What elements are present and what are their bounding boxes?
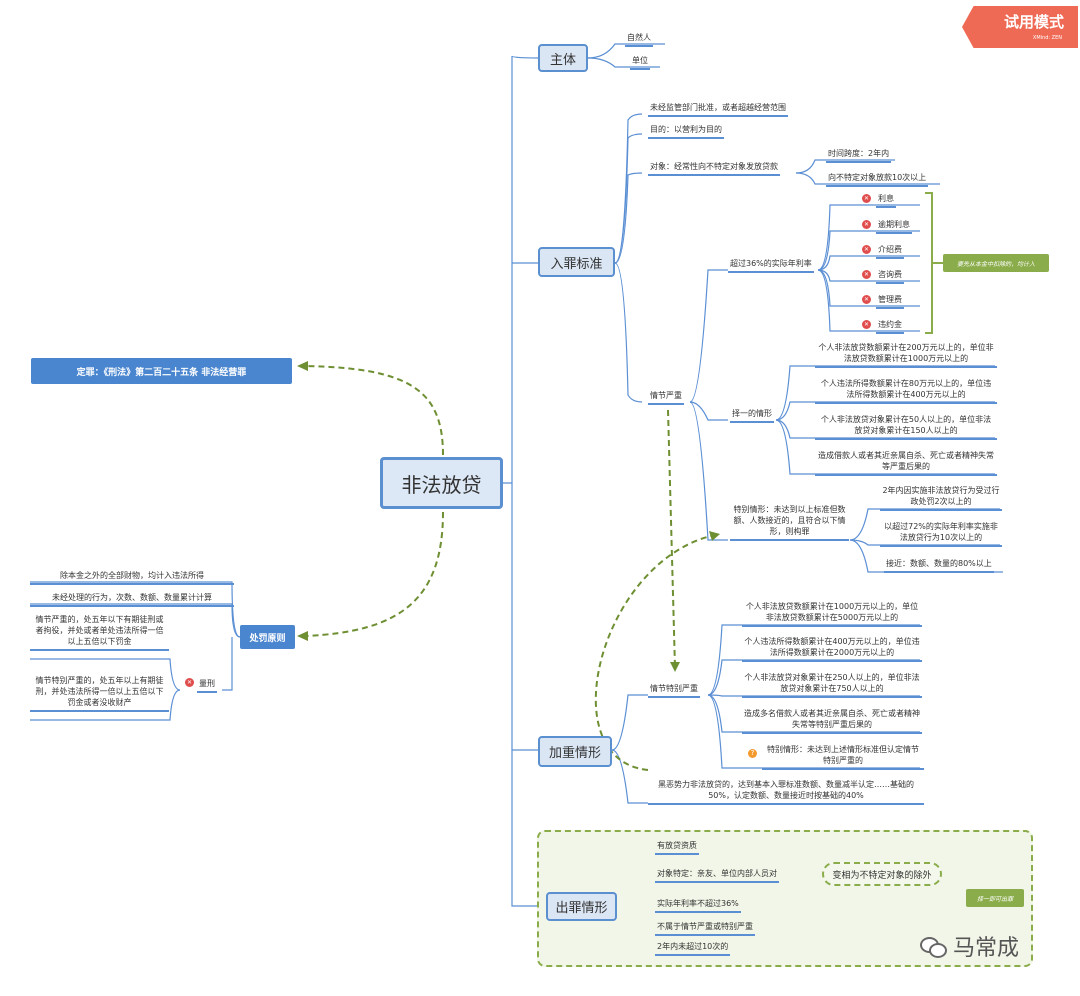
exempt-item[interactable]: 对象特定：亲友、单位内部人员对 bbox=[655, 868, 779, 883]
very-serious-item[interactable]: 个人非法放贷对象累计在250人以上的，单位非法放贷对象累计在750人以上的 bbox=[742, 672, 922, 698]
cross-icon: ✕ bbox=[185, 678, 194, 687]
exempt-item[interactable]: 实际年利率不超过36% bbox=[655, 898, 741, 913]
cross-icon: ✕ bbox=[862, 320, 871, 329]
watermark-text: 马常成 bbox=[953, 936, 1020, 961]
exempt-item[interactable]: 有放贷资质 bbox=[655, 840, 699, 855]
subject-item[interactable]: 自然人 bbox=[625, 32, 653, 47]
rate-item[interactable]: 管理费 bbox=[876, 294, 904, 309]
penalty-label: 处罚原则 bbox=[249, 633, 286, 644]
root-label: 非法放贷 bbox=[401, 472, 482, 497]
object-item[interactable]: 向不特定对象放款10次以上 bbox=[826, 172, 929, 187]
exempt-label: 出罪情形 bbox=[555, 901, 608, 916]
cross-icon: ✕ bbox=[862, 295, 871, 304]
object-item[interactable]: 时间跨度：2年内 bbox=[826, 148, 892, 163]
special-item[interactable]: 2年内因实施非法放贷行为受过行政处罚2次以上的 bbox=[880, 485, 1002, 511]
very-serious-node[interactable]: 情节特别严重 bbox=[648, 683, 700, 698]
root-topic[interactable]: 非法放贷 bbox=[380, 457, 503, 509]
choose-item[interactable]: 个人违法所得数额累计在80万元以上的，单位违法所得数额累计在400万元以上的 bbox=[815, 378, 997, 404]
special-item[interactable]: 接近：数额、数量的80%以上 bbox=[884, 558, 994, 573]
gang-item[interactable]: 黑恶势力非法放贷的，达到基本入罪标准数额、数量减半认定……基础的50%，认定数额… bbox=[648, 779, 924, 805]
entry-label: 入罪标准 bbox=[550, 256, 603, 272]
special-node[interactable]: 特别情形：未达到以上标准但数额、人数接近的，且符合以下情形，则构罪 bbox=[730, 504, 849, 541]
exception-pill[interactable]: 变相为不特定对象的除外 bbox=[822, 862, 942, 886]
exempt-boundary bbox=[537, 830, 1033, 967]
choose-node[interactable]: 择一的情形 bbox=[730, 408, 774, 423]
very-serious-item[interactable]: 个人违法所得数额累计在400万元以上的，单位违法所得数额累计在2000万元以上的 bbox=[742, 636, 922, 662]
choose-item[interactable]: 造成借款人或者其近亲属自杀、死亡或者精神失常等严重后果的 bbox=[815, 450, 997, 476]
very-serious-item[interactable]: 个人非法放贷数额累计在1000万元以上的，单位非法放贷数额累计在5000万元以上… bbox=[742, 601, 922, 627]
rate-node[interactable]: 超过36%的实际年利率 bbox=[728, 258, 814, 273]
entry-item[interactable]: 目的：以营利为目的 bbox=[648, 124, 724, 139]
very-serious-item[interactable]: 特别情形：未达到上述情形标准但认定情节特别严重的 bbox=[762, 744, 924, 770]
choose-item[interactable]: 个人非法放贷对象累计在50人以上的，单位非法放贷对象累计在150人以上的 bbox=[815, 414, 997, 440]
question-icon: ? bbox=[748, 749, 757, 758]
rate-summary-note[interactable]: 要先从本金中扣除的，均计入 bbox=[943, 254, 1049, 272]
cross-icon: ✕ bbox=[862, 270, 871, 279]
rate-item[interactable]: 介绍费 bbox=[876, 244, 904, 259]
aggravated-label: 加重情形 bbox=[548, 746, 601, 761]
subject-label: 主体 bbox=[549, 52, 576, 68]
penalty-item[interactable]: 除本金之外的全部财物，均计入违法所得 bbox=[30, 570, 234, 585]
sentencing-item[interactable]: 情节严重的，处五年以下有期徒刑或者拘役，并处或者单处违法所得一倍以上五倍以下罚金 bbox=[30, 614, 169, 651]
conviction-label: 定罪：《刑法》第二百二十五条 非法经营罪 bbox=[76, 367, 247, 378]
rate-item[interactable]: 违约金 bbox=[876, 319, 904, 334]
entry-item[interactable]: 对象：经常性向不特定对象发放贷款 bbox=[648, 161, 780, 176]
rate-item[interactable]: 利息 bbox=[876, 193, 896, 208]
trial-title: 试用模式 bbox=[1003, 13, 1064, 31]
penalty-item[interactable]: 未经处理的行为，次数、数额、数量累计计算 bbox=[30, 592, 234, 607]
entry-item[interactable]: 未经监管部门批准，或者超越经营范围 bbox=[648, 102, 788, 117]
cross-icon: ✕ bbox=[862, 194, 871, 203]
wechat-icon bbox=[920, 935, 948, 958]
exempt-note-label: 择一即可出罪 bbox=[976, 895, 1013, 903]
rate-note-label: 要先从本金中扣除的，均计入 bbox=[956, 260, 1035, 268]
cross-icon: ✕ bbox=[862, 220, 871, 229]
trial-mode-badge[interactable]: 试用模式 XMind: ZEN bbox=[962, 6, 1078, 48]
choose-item[interactable]: 个人非法放贷数额累计在200万元以上的，单位非法放贷数额累计在1000万元以上的 bbox=[815, 342, 997, 368]
aggravated-node[interactable]: 加重情形 bbox=[538, 736, 612, 767]
exception-label: 变相为不特定对象的除外 bbox=[832, 870, 932, 881]
exempt-summary-note[interactable]: 择一即可出罪 bbox=[966, 889, 1024, 907]
rate-item[interactable]: 逾期利息 bbox=[876, 219, 912, 234]
cross-icon: ✕ bbox=[862, 245, 871, 254]
penalty-node[interactable]: 处罚原则 bbox=[240, 625, 295, 649]
conviction-node[interactable]: 定罪：《刑法》第二百二十五条 非法经营罪 bbox=[31, 358, 292, 384]
special-item[interactable]: 以超过72%的实际年利率实施非法放贷行为10次以上的 bbox=[880, 521, 1002, 547]
very-serious-item[interactable]: 造成多名借款人或者其近亲属自杀、死亡或者精神失常等特别严重后果的 bbox=[742, 708, 922, 734]
subject-item[interactable]: 单位 bbox=[630, 55, 650, 70]
exempt-item[interactable]: 2年内未超过10次的 bbox=[655, 941, 731, 956]
watermark: 马常成 bbox=[920, 930, 1019, 962]
serious-node[interactable]: 情节严重 bbox=[648, 390, 684, 405]
trial-sub: XMind: ZEN bbox=[1032, 35, 1062, 41]
rate-item[interactable]: 咨询费 bbox=[876, 269, 904, 284]
subject-node[interactable]: 主体 bbox=[538, 44, 588, 72]
entry-node[interactable]: 入罪标准 bbox=[538, 247, 615, 277]
sentencing-item[interactable]: 情节特别严重的，处五年以上有期徒刑，并处违法所得一倍以上五倍以下罚金或者没收财产 bbox=[30, 675, 169, 712]
exempt-node[interactable]: 出罪情形 bbox=[546, 892, 617, 921]
exempt-item[interactable]: 不属于情节严重或特别严重 bbox=[655, 921, 755, 936]
sentencing-label[interactable]: 量刑 bbox=[197, 678, 217, 693]
